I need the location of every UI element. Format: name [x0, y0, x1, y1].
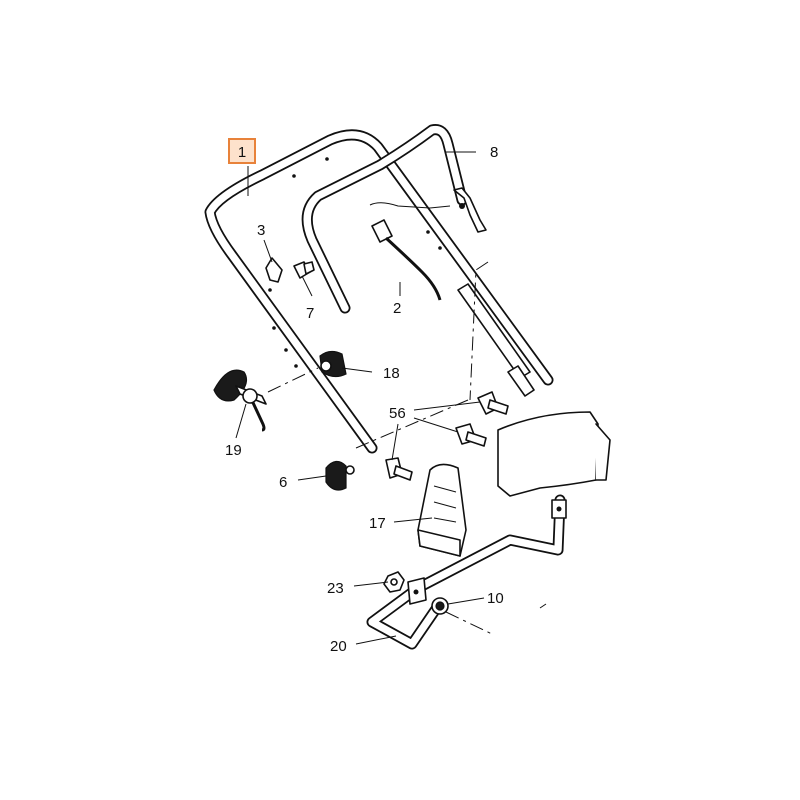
lower-handle-tube: [457, 261, 535, 401]
nut-part-10: [431, 597, 449, 615]
callout-6[interactable]: 6: [279, 474, 287, 491]
control-cable-part: [369, 202, 451, 301]
bail-rod-part-20: [366, 494, 567, 650]
callout-18[interactable]: 18: [383, 365, 400, 382]
upper-handle-part: [204, 129, 554, 454]
callout-1[interactable]: 1: [228, 138, 256, 164]
deck-bracket-part-17: [417, 463, 467, 557]
callout-3[interactable]: 3: [257, 222, 265, 239]
nut-part-23: [383, 571, 405, 593]
callout-label: 1: [238, 144, 246, 161]
callout-2[interactable]: 2: [393, 300, 401, 317]
callout-10[interactable]: 10: [487, 590, 504, 607]
control-bar-part: [301, 124, 487, 314]
mower-deck-cover: [497, 411, 611, 497]
handle-knob-part-6: [325, 460, 355, 491]
bolt-part-7: [293, 261, 315, 279]
callout-17[interactable]: 17: [369, 515, 386, 532]
callout-7[interactable]: 7: [306, 305, 314, 322]
handle-knob-part-18: [267, 350, 347, 393]
callout-19[interactable]: 19: [225, 442, 242, 459]
callout-23[interactable]: 23: [327, 580, 344, 597]
callout-56[interactable]: 56: [389, 405, 406, 422]
handle-knob-part-19: [213, 369, 267, 432]
cable-bracket-part: [265, 257, 283, 283]
callout-20[interactable]: 20: [330, 638, 347, 655]
bolts-part-56: [385, 391, 509, 481]
callout-leaders: [235, 151, 485, 645]
callout-8[interactable]: 8: [490, 144, 498, 161]
